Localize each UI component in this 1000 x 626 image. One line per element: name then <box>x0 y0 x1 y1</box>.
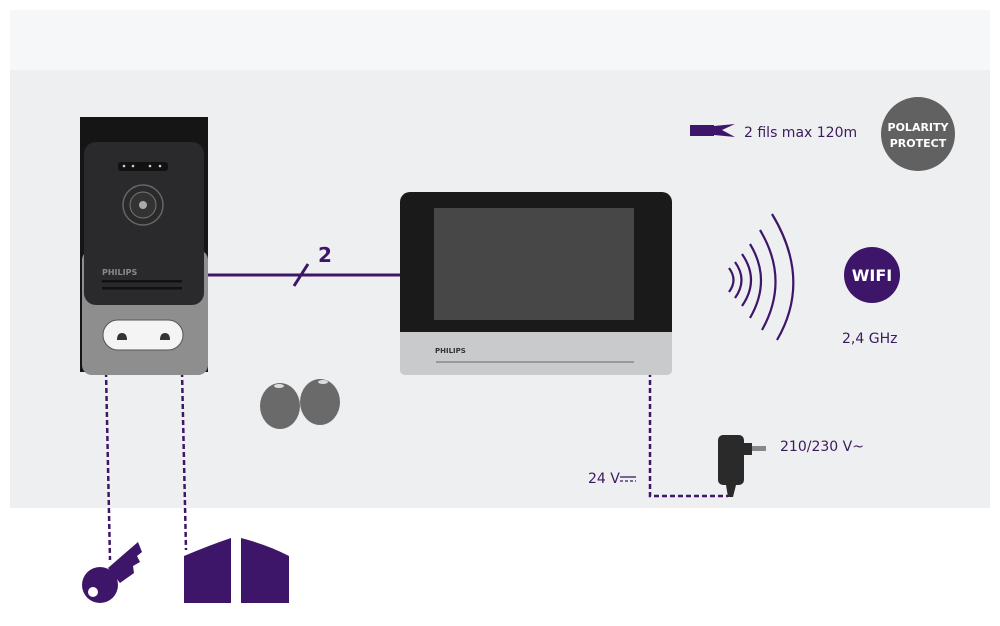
key-wire <box>104 371 112 561</box>
power-input-label: 210/230 V~ <box>780 439 864 455</box>
doorbell-unit: PHILIPS <box>80 117 208 375</box>
dc-symbol <box>620 476 636 482</box>
cable-icon <box>690 124 735 137</box>
wifi-logo-text: WIFI <box>852 266 892 285</box>
badge-line1: POLARITY <box>888 121 950 134</box>
polarity-badge <box>881 97 955 171</box>
top-band <box>10 10 990 70</box>
cable-label: 2 fils max 120m <box>744 125 858 141</box>
wire-count: 2 <box>318 243 332 267</box>
power-wire <box>648 372 728 498</box>
monitor-screen <box>434 208 634 320</box>
power-output-label: 24 V <box>588 471 620 487</box>
power-adapter-icon <box>718 435 766 497</box>
wifi-waves-icon <box>728 213 795 341</box>
monitor-brand: PHILIPS <box>435 347 466 355</box>
doorbell-brand: PHILIPS <box>102 268 137 277</box>
wifi-frequency: 2,4 GHz <box>842 331 898 347</box>
call-button-pill[interactable] <box>102 319 184 351</box>
wire-slash <box>292 263 310 287</box>
gate-icon <box>184 538 289 603</box>
wifi-logo-icon <box>844 247 900 303</box>
monitor-unit: PHILIPS <box>400 192 672 375</box>
bell-icon <box>160 333 170 340</box>
badge-fob-icon <box>260 379 340 429</box>
key-icon <box>82 542 142 603</box>
gate-wire <box>180 371 188 551</box>
badge-line2: PROTECT <box>890 137 947 150</box>
bell-icon <box>117 333 127 340</box>
